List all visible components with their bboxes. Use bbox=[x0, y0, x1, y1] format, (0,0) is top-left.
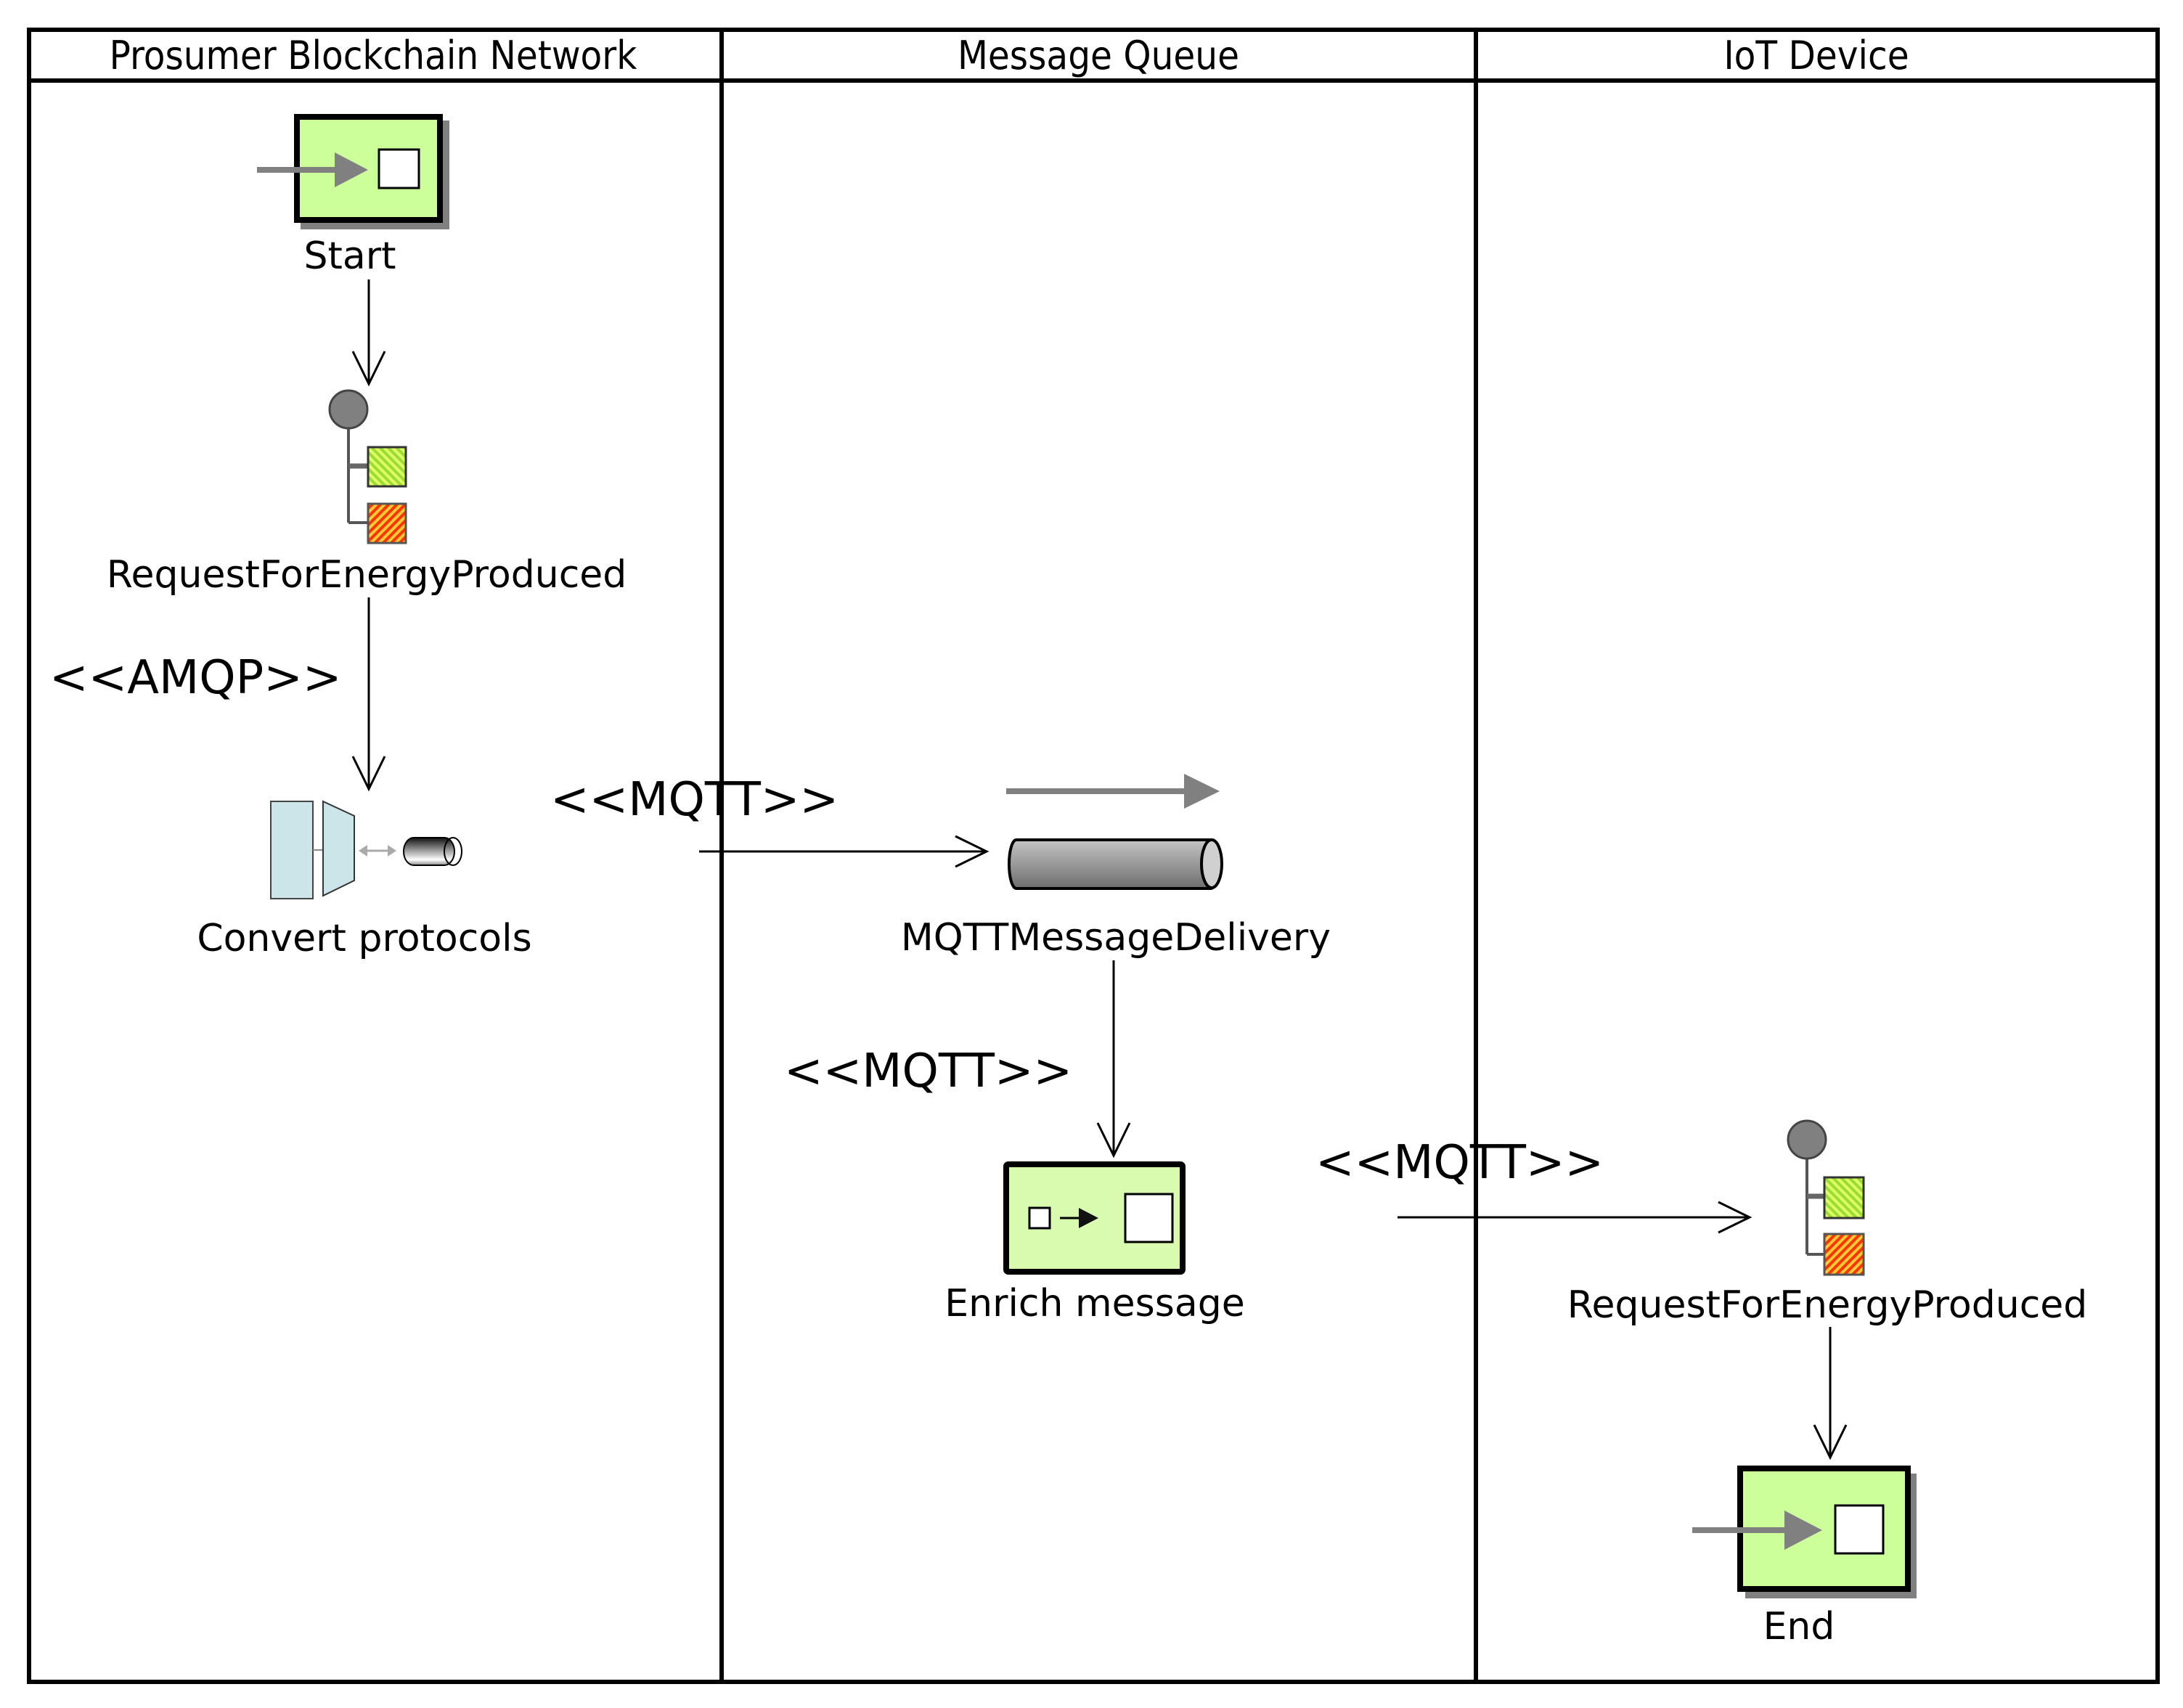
lane-title: IoT Device bbox=[1723, 33, 1909, 78]
stereotype-label: <<MQTT>> bbox=[1315, 1136, 1604, 1190]
node-label: RequestForEnergyProduced bbox=[1567, 1283, 2088, 1327]
node-convert-protocols[interactable]: Convert protocols bbox=[197, 800, 532, 960]
swimlanes: Prosumer Blockchain Network Message Queu… bbox=[27, 28, 2160, 1684]
node-router-right[interactable]: RequestForEnergyProduced bbox=[1567, 1119, 2088, 1327]
lane-prosumer[interactable]: Prosumer Blockchain Network bbox=[110, 33, 637, 78]
stereotype-label: <<MQTT>> bbox=[550, 773, 838, 827]
lane-title: Message Queue bbox=[958, 33, 1239, 78]
lane-iot-device[interactable]: IoT Device bbox=[1723, 33, 1909, 78]
node-start[interactable]: Start bbox=[257, 114, 449, 278]
node-label: End bbox=[1763, 1605, 1835, 1648]
lane-title: Prosumer Blockchain Network bbox=[110, 33, 637, 78]
node-label: Enrich message bbox=[944, 1282, 1244, 1325]
channel-icon bbox=[1006, 774, 1223, 890]
node-label: Start bbox=[303, 234, 396, 278]
edge-enrich-to-router[interactable]: <<MQTT>> bbox=[1315, 1136, 1752, 1234]
node-label: MQTTMessageDelivery bbox=[901, 916, 1331, 960]
enricher-icon bbox=[1003, 1161, 1186, 1275]
node-enrich-message[interactable]: Enrich message bbox=[944, 1161, 1245, 1325]
node-label: Convert protocols bbox=[197, 917, 531, 960]
edge-start-to-router[interactable] bbox=[351, 279, 386, 387]
edge-router-to-convert[interactable]: <<AMQP>> bbox=[49, 597, 386, 792]
node-label: RequestForEnergyProduced bbox=[107, 553, 627, 597]
channel-adapter-icon bbox=[270, 800, 462, 899]
stereotype-label: <<AMQP>> bbox=[49, 651, 341, 705]
node-mqtt-message-delivery[interactable]: MQTTMessageDelivery bbox=[901, 774, 1331, 960]
node-router-left[interactable]: RequestForEnergyProduced bbox=[107, 389, 627, 597]
router-icon bbox=[1787, 1119, 1865, 1276]
stereotype-label: <<MQTT>> bbox=[784, 1045, 1072, 1098]
lane-message-queue[interactable]: Message Queue bbox=[958, 33, 1239, 78]
node-end[interactable]: End bbox=[1692, 1466, 1917, 1648]
edge-channel-to-enrich[interactable]: <<MQTT>> bbox=[784, 960, 1131, 1159]
endpoint-icon bbox=[257, 114, 449, 229]
diagram-frame bbox=[27, 28, 2160, 1684]
router-icon bbox=[328, 389, 407, 544]
edge-router-to-end[interactable] bbox=[1813, 1327, 1848, 1460]
edge-convert-to-channel[interactable]: <<MQTT>> bbox=[550, 773, 990, 868]
endpoint-icon bbox=[1692, 1466, 1917, 1598]
